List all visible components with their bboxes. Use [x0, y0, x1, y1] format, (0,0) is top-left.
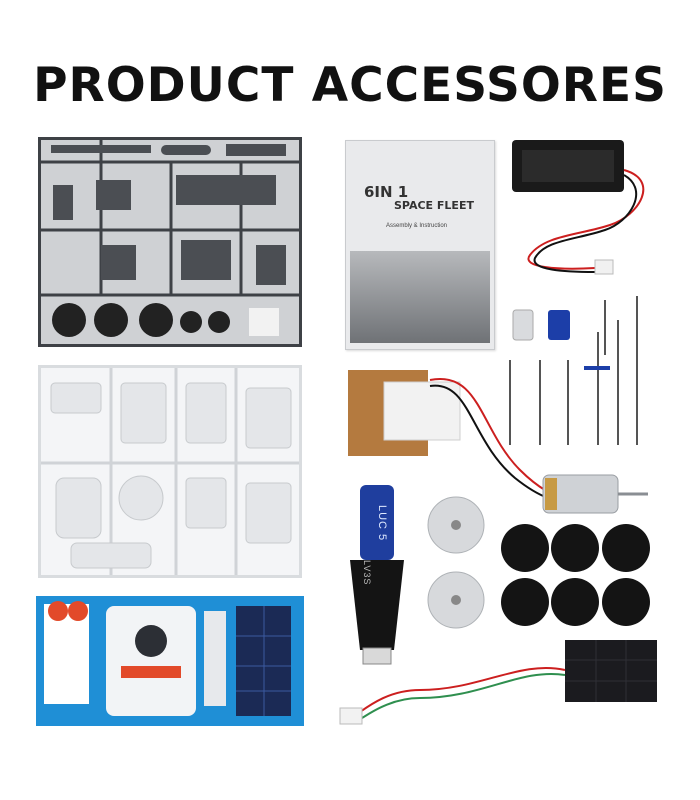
- instruction-manual: 6IN 1 SPACE FLEET Assembly & Instruction: [345, 140, 495, 350]
- solar-panel: [565, 640, 657, 702]
- battery-wire-black: [533, 174, 638, 273]
- white-sprue-shapes: [41, 368, 299, 575]
- metal-rods: [509, 296, 638, 445]
- battery-connector: [594, 259, 614, 275]
- sticker-shapes: [44, 601, 291, 716]
- manual-note: Assembly & Instruction: [386, 223, 448, 229]
- wheels: [501, 524, 650, 626]
- sticker-sheet: [36, 596, 304, 726]
- solar-wire-red: [359, 666, 566, 713]
- capacitor-holder-label: LV3S: [362, 560, 372, 586]
- solar-grid: [565, 640, 657, 702]
- metal-tube: [512, 309, 534, 341]
- page-title: PRODUCT ACCESSORES: [33, 58, 667, 113]
- capacitor-label: LUC 5: [376, 505, 388, 542]
- capacitor: [360, 485, 394, 560]
- manual-cover-image: [350, 251, 490, 343]
- motor-wire-red: [429, 377, 549, 493]
- battery-holder-slot: [522, 150, 614, 182]
- motor-band: [545, 478, 557, 510]
- gray-sprue-shapes: [41, 140, 299, 337]
- gears: [427, 496, 485, 629]
- solar-connector: [339, 707, 363, 725]
- gray-parts-sprue: [38, 137, 302, 347]
- white-parts-sprue: [38, 365, 302, 578]
- manual-title-main: SPACE FLEET: [394, 199, 474, 212]
- capacitor-connector: [362, 647, 392, 665]
- capacitor-holder: [350, 560, 404, 650]
- gear-hubs: [451, 520, 461, 605]
- blue-pin: [584, 366, 610, 370]
- solar-wire-green: [361, 673, 566, 719]
- blue-tube: [548, 310, 570, 340]
- manual-title-prefix: 6IN 1: [364, 183, 409, 201]
- motor-wire-black: [429, 384, 549, 499]
- gearbox-connector: [383, 381, 461, 441]
